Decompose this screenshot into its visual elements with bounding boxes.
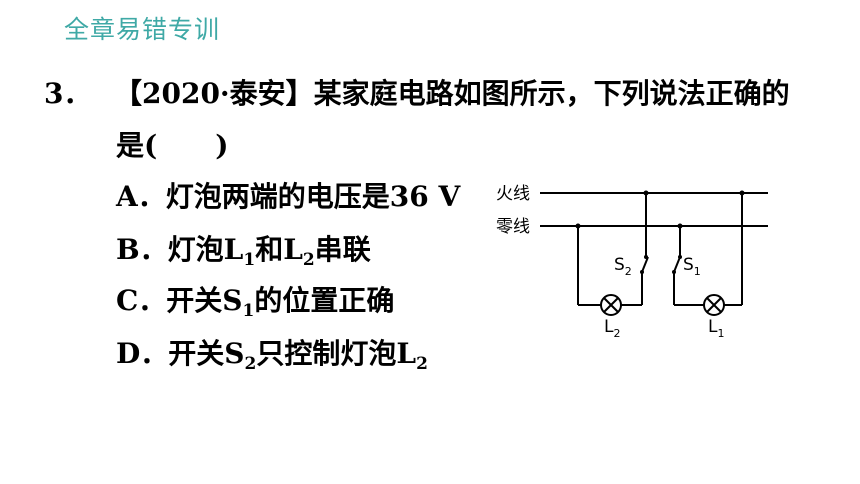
- option-d-text-1: 开关S: [168, 337, 245, 370]
- option-b[interactable]: B．灯泡L1和L2串联: [116, 228, 371, 270]
- option-c[interactable]: C．开关S1的位置正确: [116, 279, 394, 321]
- section-title: 全章易错专训: [64, 15, 221, 44]
- option-d-sub-1: 2: [244, 354, 257, 374]
- option-d-label: D．: [116, 337, 169, 370]
- question-text-line2-end: ): [215, 129, 229, 162]
- option-b-text-2: 和L: [255, 233, 303, 266]
- lamp-l2-label: L2: [604, 317, 620, 340]
- option-d[interactable]: D．开关S2只控制灯泡L2: [116, 332, 428, 374]
- question-line-2: 是(): [116, 124, 229, 164]
- lamp-l2-symbol: [600, 294, 622, 316]
- question-number: 3．: [44, 77, 92, 110]
- option-c-sub-1: 1: [242, 301, 255, 321]
- option-b-text-1: 灯泡L: [167, 233, 244, 266]
- option-c-text-1: 开关S: [166, 284, 243, 317]
- switch-s2-label: S2: [614, 255, 632, 278]
- question-line-1: 3． 【2020·泰安】某家庭电路如图所示，下列说法正确的: [44, 72, 790, 112]
- option-b-sub-2: 2: [302, 250, 315, 270]
- option-c-label: C．: [116, 284, 167, 317]
- option-a-label: A．: [116, 180, 166, 213]
- switch-s1-label: S1: [683, 255, 701, 278]
- live-wire-label: 火线: [496, 184, 530, 204]
- option-b-sub-1: 1: [243, 250, 256, 270]
- option-d-sub-2: 2: [416, 354, 428, 374]
- circuit-diagram: 火线 零线 S2 S1 L2 L1: [496, 184, 768, 340]
- option-a[interactable]: A．灯泡两端的电压是36 V: [116, 175, 460, 215]
- option-a-text: 灯泡两端的电压是36 V: [165, 180, 461, 213]
- option-b-text-3: 串联: [314, 233, 371, 266]
- lamp-l1-label: L1: [708, 317, 724, 340]
- lamp-l1-symbol: [703, 294, 725, 316]
- neutral-wire-label: 零线: [496, 217, 530, 237]
- question-text-line2-start: 是(: [116, 129, 158, 162]
- option-d-text-2: 只控制灯泡L: [256, 337, 417, 370]
- switch-s1-blade: [673, 256, 681, 273]
- switch-s2-blade: [641, 256, 649, 273]
- option-b-label: B．: [116, 233, 168, 266]
- option-c-text-2: 的位置正确: [254, 284, 395, 317]
- question-text: 【2020·泰安】某家庭电路如图所示，下列说法正确的: [114, 77, 790, 110]
